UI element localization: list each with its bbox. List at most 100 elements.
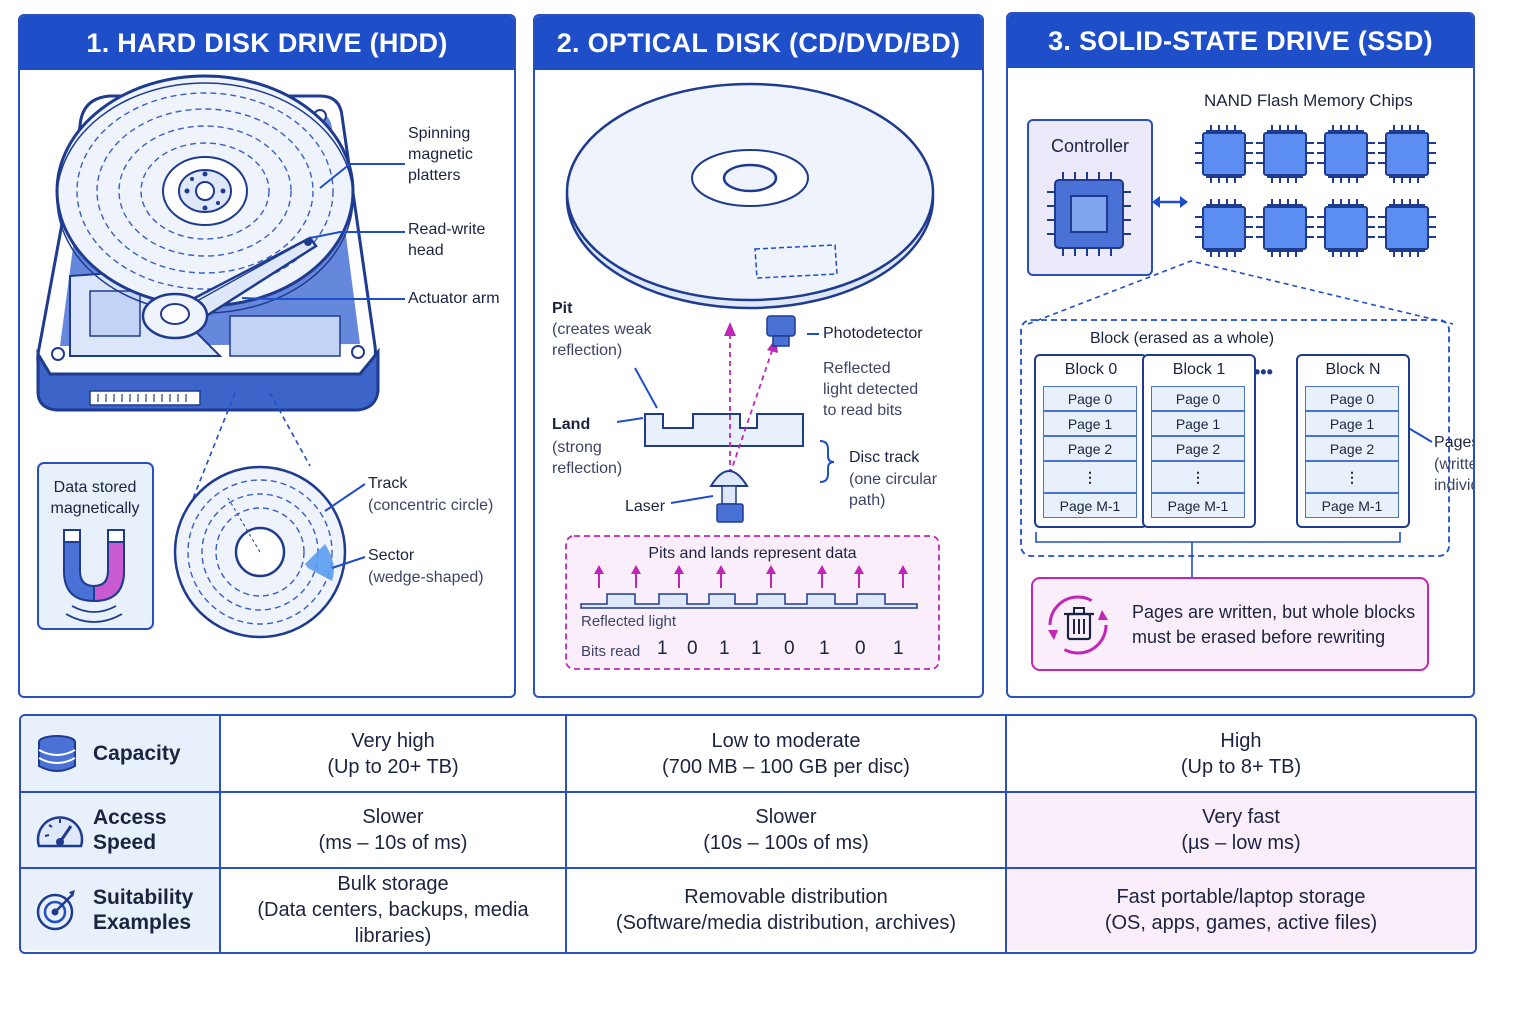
table-cell: Slower (ms – 10s of ms) (221, 793, 565, 867)
table-cell-sub: (700 MB – 100 GB per disc) (662, 755, 910, 778)
optical-panel-title: 2. OPTICAL DISK (CD/DVD/BD) (535, 16, 982, 70)
bit-value: 0 (784, 638, 795, 659)
nand-chip-icon (1202, 206, 1246, 250)
table-cell: Very fast (µs – low ms) (1007, 793, 1475, 867)
pages-title: Pages (1434, 434, 1475, 451)
bit-value: 1 (819, 638, 830, 659)
reflected-light-note: Reflected light detected to read bits (823, 360, 919, 419)
nand-chip-icon (1324, 132, 1368, 176)
nand-chip-icon (1385, 132, 1429, 176)
optical-panel: 2. OPTICAL DISK (CD/DVD/BD) (533, 14, 984, 698)
bits-read-label: Bits read (581, 643, 641, 660)
actuator-arm-label: Actuator arm (408, 290, 500, 307)
table-cell-main: Low to moderate (711, 729, 861, 752)
disc-track-title: Disc track (849, 449, 920, 466)
table-cell: Removable distribution (Software/media di… (567, 869, 1005, 950)
comparison-table: Capacity Very high (Up to 20+ TB) Low to mo… (19, 714, 1477, 954)
reflected-light-arrowhead (594, 565, 604, 574)
database-icon (35, 732, 79, 776)
optical-illustration (565, 82, 940, 670)
controller-label: Controller (1050, 136, 1130, 156)
pits-lands-title: Pits and lands represent data (648, 545, 857, 562)
erase-note: Pages are written, but whole blocks must… (1132, 602, 1416, 647)
reflected-light-arrows (594, 565, 908, 588)
disc-track-desc: (one circular path) (849, 471, 938, 509)
nand-chip-icon (1202, 132, 1246, 176)
table-cell-sub: (Data centers, backups, media libraries) (257, 898, 529, 947)
magnet-label: Data stored magnetically (50, 479, 140, 517)
track-desc: (concentric circle) (368, 497, 494, 514)
table-cell-sub: (Up to 20+ TB) (327, 755, 459, 778)
reflected-light-arrowhead (854, 565, 864, 574)
blocks-ellipsis: ••• (1254, 362, 1273, 382)
table-row-header: Capacity (21, 716, 219, 791)
table-row-header: Suitability Examples (21, 869, 219, 950)
table-cell-main: Bulk storage (337, 872, 449, 895)
reflected-light-arrowhead (631, 565, 641, 574)
table-cell-main: Fast portable/laptop storage (1116, 885, 1366, 908)
pages-desc: (written individually) (1434, 456, 1473, 494)
photodetector-label: Photodetector (823, 325, 923, 342)
bit-value: 1 (657, 638, 668, 659)
table-row-label: Capacity (93, 742, 181, 765)
table-row-label: Suitability Examples (93, 885, 194, 934)
table-cell-sub: (OS, apps, games, active files) (1104, 911, 1378, 934)
table-cell-sub: (10s – 100s of ms) (703, 832, 869, 854)
bit-value: 0 (687, 638, 698, 659)
sector-desc: (wedge-shaped) (368, 569, 484, 586)
platters-label: Spinning magnetic platters (408, 125, 473, 184)
nand-chips-title: NAND Flash Memory Chips (1204, 91, 1413, 110)
sector-title: Sector (368, 547, 415, 564)
table-cell: Bulk storage (Data centers, backups, medi… (221, 869, 565, 950)
target-icon (35, 888, 79, 932)
hdd-panel-title: 1. HARD DISK DRIVE (HDD) (20, 16, 514, 70)
speedometer-icon (35, 808, 84, 852)
nand-chip-icon (1324, 206, 1368, 250)
nand-chip-grid (1194, 122, 1444, 272)
bit-value: 1 (751, 638, 762, 659)
table-cell-main: Slower (362, 806, 424, 828)
nand-chip-icon (1263, 132, 1307, 176)
table-cell-main: Very fast (1202, 806, 1280, 828)
track-title: Track (368, 475, 408, 492)
table-cell: Slower (10s – 100s of ms) (567, 793, 1005, 867)
laser-label: Laser (625, 498, 666, 515)
reflected-light-arrowhead (817, 565, 827, 574)
read-write-head-label: Read-write head (408, 221, 486, 259)
table-row-label: Access Speed (93, 806, 167, 854)
nand-chip-icon (1385, 206, 1429, 250)
table-cell-sub: (ms – 10s of ms) (318, 832, 468, 854)
table-cell: Fast portable/laptop storage (OS, apps, g… (1007, 869, 1475, 950)
reflected-light-label: Reflected light (581, 613, 677, 630)
ssd-highlight (1006, 792, 1475, 950)
table-cell-main: High (1220, 729, 1262, 752)
land-title: Land (552, 416, 591, 433)
ssd-panel-title: 3. SOLID-STATE DRIVE (SSD) (1008, 14, 1473, 68)
nand-chip-icon (1263, 206, 1307, 250)
reflected-light-arrowhead (766, 565, 776, 574)
table-cell-main: Slower (755, 806, 817, 828)
table-cell: Very high (Up to 20+ TB) (221, 716, 565, 791)
bit-value: 0 (855, 638, 866, 659)
table-cell: High(Up to 8+ TB) (1007, 716, 1475, 791)
table-cell-main: Very high (351, 729, 435, 752)
ssd-illustration (1020, 172, 1454, 671)
reflected-light-arrowhead (716, 565, 726, 574)
land-desc: (strong reflection) (552, 439, 623, 477)
table-cell: Low to moderate (700 MB – 100 GB per disc… (567, 716, 1005, 791)
table-row-header: Access Speed (21, 793, 219, 867)
reflected-light-arrowhead (898, 565, 908, 574)
hdd-panel: 1. HARD DISK DRIVE (HDD) (18, 14, 516, 698)
reflected-light-arrowhead (674, 565, 684, 574)
hdd-illustration (36, 74, 405, 639)
bit-value: 1 (719, 638, 730, 659)
table-cell-sub: (µs – low ms) (1181, 832, 1301, 854)
table-cell-sub: (Software/media distribution, archives) (615, 911, 957, 934)
table-cell-main: Removable distribution (684, 885, 888, 908)
pit-desc: (creates weak reflection) (552, 321, 652, 359)
ssd-panel: 3. SOLID-STATE DRIVE (SSD) NAND Flash Me… (1006, 12, 1475, 698)
bit-value: 1 (893, 638, 904, 659)
pit-title: Pit (552, 300, 573, 317)
block-caption: Block (erased as a whole) (1090, 330, 1275, 347)
